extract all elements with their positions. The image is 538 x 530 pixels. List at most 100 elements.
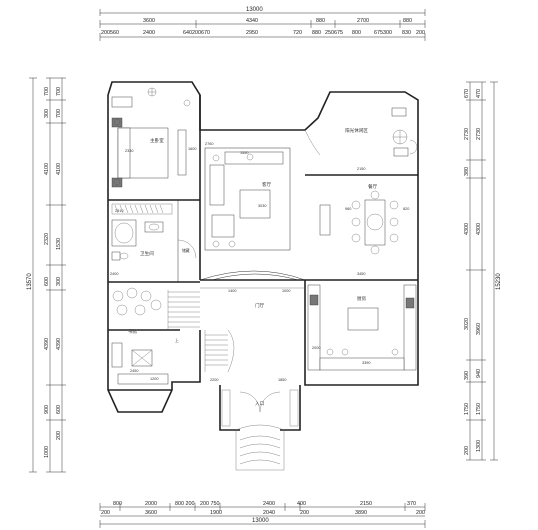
top-dimensions: 13000 3600 4340 880 2700 880 200560 2400… xyxy=(99,7,426,41)
right-inner-2: 2730 xyxy=(464,128,470,140)
closet-hangers xyxy=(114,204,164,214)
study-label: 书房 xyxy=(128,328,138,335)
vanity xyxy=(111,96,133,108)
kitchen-counter-right xyxy=(403,284,417,371)
stair-treads xyxy=(168,291,200,328)
kitchen-island xyxy=(347,307,379,331)
bottom-dimensions: 800 2000 800 200 200 750 2400 400 2150 3… xyxy=(99,501,426,528)
right-inner-1: 670 xyxy=(464,89,470,98)
left-dim-6: 4390 xyxy=(44,338,50,350)
top-row2-g: 250675 xyxy=(325,30,343,36)
top-row2-d: 2950 xyxy=(246,30,258,36)
foyer-dim-a: 1400 xyxy=(228,289,236,293)
top-dim-2: 4340 xyxy=(246,18,258,24)
right-outer-1: 470 xyxy=(476,89,482,98)
right-inner-8: 200 xyxy=(464,446,470,455)
kitchen-label: 厨房 xyxy=(357,295,367,302)
dining-table xyxy=(364,199,386,246)
wardrobe-bedroom xyxy=(177,129,187,176)
bath-label: 卫生间 xyxy=(140,250,154,257)
left-dim-1: 700 xyxy=(44,87,50,96)
bookshelf xyxy=(111,342,123,368)
right-outer-3: 4300 xyxy=(476,223,482,235)
top-dim-5: 880 xyxy=(403,18,412,24)
bedroom-dim-a: 2330 xyxy=(125,149,133,153)
bottom-dim-2: 2000 xyxy=(145,501,157,507)
living-dim-b: 3030 xyxy=(258,204,266,208)
top-row2-h: 800 xyxy=(352,30,361,36)
top-row2-f: 880 xyxy=(312,30,321,36)
left-dim-2: 300 xyxy=(44,109,50,118)
kitchen-counter-bottom xyxy=(319,357,405,371)
right-ticks xyxy=(466,81,486,461)
top-row2-j: 830 xyxy=(402,30,411,36)
bath-sink xyxy=(144,221,164,233)
stair-area: 书房 上 xyxy=(112,287,200,343)
left-dimensions: 13570 700 300 4100 2320 600 4390 900 100… xyxy=(27,77,66,473)
entry-steps xyxy=(235,424,285,471)
bottom-total-dim: 13000 xyxy=(252,518,269,524)
living-dim-d: 1600 xyxy=(188,147,196,151)
left-inner-8: 200 xyxy=(56,431,62,440)
foyer-dim-c: 2200 xyxy=(210,378,218,382)
entry-porch: 入口 xyxy=(219,385,301,471)
living-room: 客厅 1550 3030 2760 1600 xyxy=(188,142,331,251)
bottom-dim-8: 370 xyxy=(407,501,416,507)
right-inner-7: 1750 xyxy=(464,403,470,415)
left-ticks xyxy=(46,77,66,473)
dining-room: 餐厅 960 820 2150 xyxy=(345,167,409,255)
chandelier xyxy=(366,213,384,231)
coffee-table xyxy=(239,189,271,219)
left-inner-4: 1530 xyxy=(56,238,62,250)
right-inner-5: 3020 xyxy=(464,318,470,330)
kitchen-sink xyxy=(309,294,319,306)
living-label: 客厅 xyxy=(262,181,272,188)
bedroom-dim-b: 2510 xyxy=(115,209,123,213)
top-row2-b: 2400 xyxy=(143,30,155,36)
bathtub xyxy=(111,219,137,247)
top-row2-a: 200560 xyxy=(101,30,119,36)
right-total-dim: 15230 xyxy=(496,273,502,290)
top-total-dim: 13000 xyxy=(246,7,263,13)
bottom-row2-f: 3890 xyxy=(355,510,367,516)
storage-label: 储藏 xyxy=(182,248,190,253)
study-sofa xyxy=(117,373,169,385)
living-dim-a: 1550 xyxy=(240,151,248,155)
bottom-row2-d: 2040 xyxy=(263,510,275,516)
entry-label: 入口 xyxy=(255,401,265,407)
foyer-label: 门厅 xyxy=(255,302,265,309)
right-outer-4: 3960 xyxy=(476,323,482,335)
right-inner-3: 380 xyxy=(464,167,470,176)
study-room: 2450 1200 xyxy=(111,342,169,385)
left-inner-5: 300 xyxy=(56,277,62,286)
left-inner-6: 4390 xyxy=(56,338,62,350)
top-row2-c: 640200670 xyxy=(183,30,210,36)
living-cabinet xyxy=(319,204,331,236)
bedroom: 主卧室 2330 2510 xyxy=(111,87,191,213)
bath-dim: 2400 xyxy=(110,272,118,276)
top-row2-k: 200 xyxy=(416,30,425,36)
right-outer-5: 940 xyxy=(476,369,482,378)
interior-walls xyxy=(108,95,418,372)
bedroom-label: 主卧室 xyxy=(150,137,164,144)
left-dim-3: 4100 xyxy=(44,163,50,175)
bottom-row2-g: 200 xyxy=(416,510,425,516)
dining-label: 餐厅 xyxy=(368,183,378,190)
bottom-dim-3: 800 200 xyxy=(175,501,195,507)
left-dim-5: 600 xyxy=(44,277,50,286)
foyer-dim-d: 1850 xyxy=(278,378,286,382)
stair-up-label: 上 xyxy=(175,338,179,343)
nightstand-bottom xyxy=(111,177,123,188)
bed-pillow-area xyxy=(117,127,131,179)
right-outer-7: 1300 xyxy=(476,440,482,452)
bay-chair-top xyxy=(391,107,407,117)
tv-console xyxy=(211,214,235,238)
left-inner-2: 700 xyxy=(56,109,62,118)
sofa-left xyxy=(209,164,225,206)
nightstand-top xyxy=(111,117,123,128)
left-inner-3: 4100 xyxy=(56,163,62,175)
toilet xyxy=(111,251,121,261)
top-dim-3: 880 xyxy=(316,18,325,24)
right-outer-6: 1750 xyxy=(476,403,482,415)
